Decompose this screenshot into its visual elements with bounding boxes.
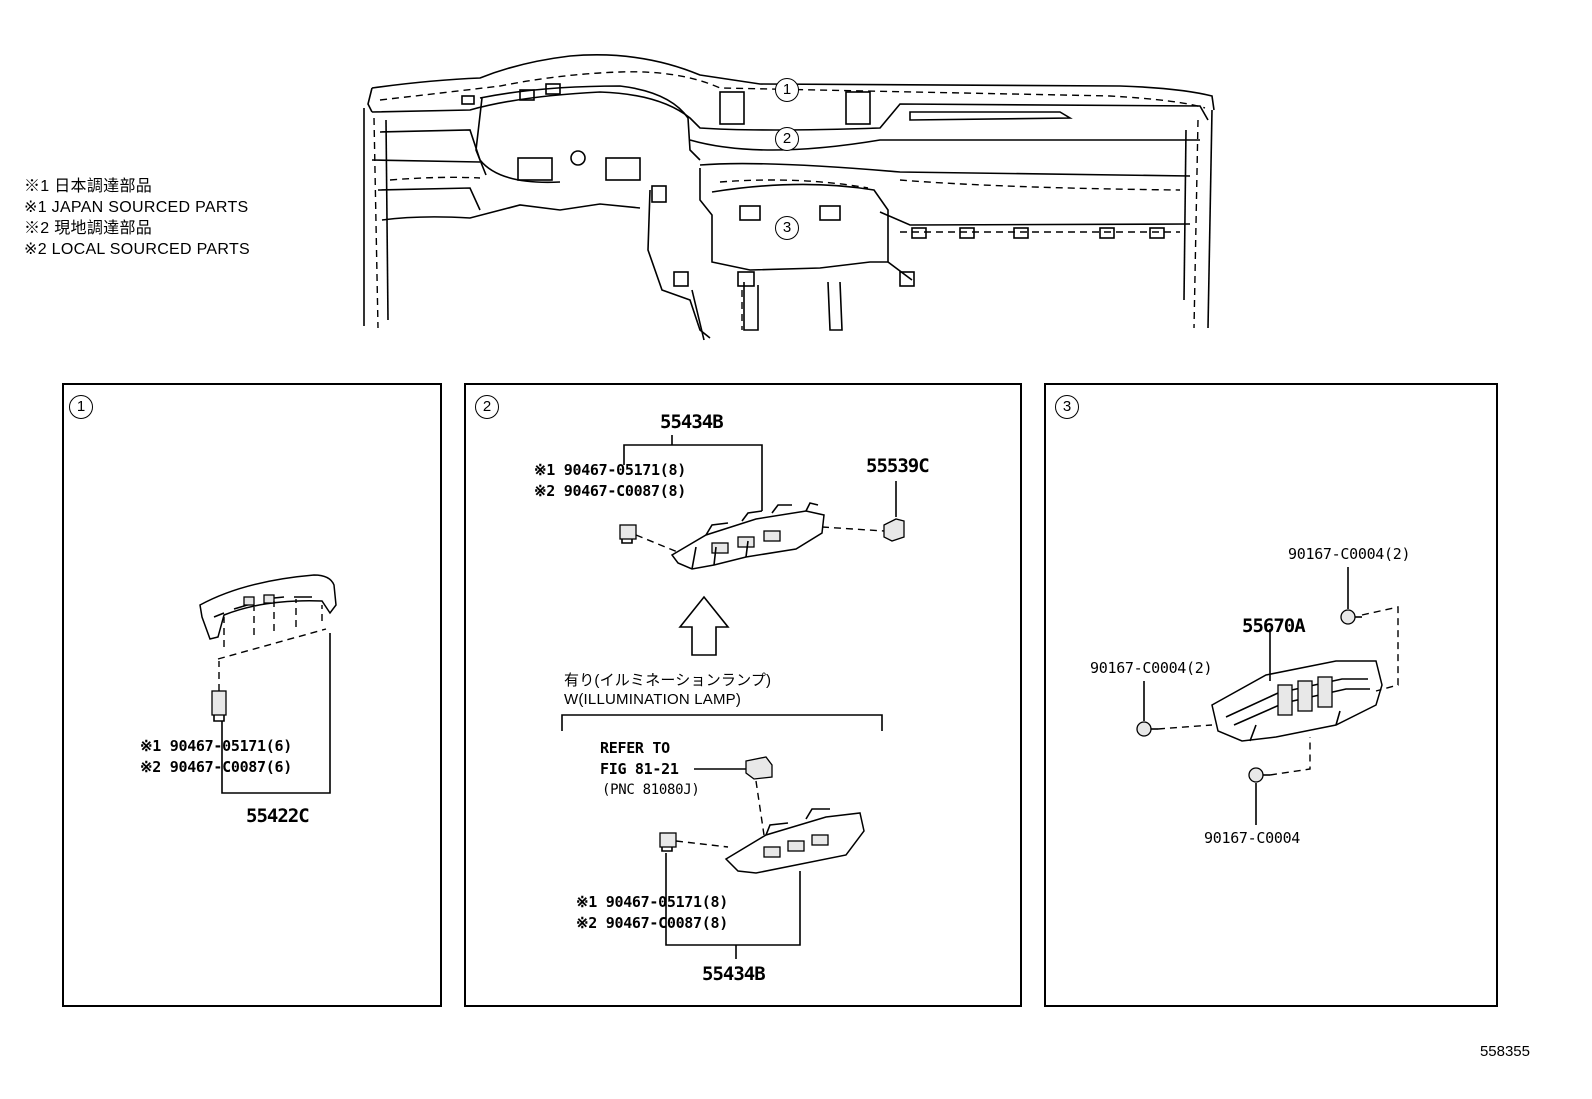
panel-1-part-number: 55422C	[246, 805, 310, 827]
panel-2-refer-line-1: REFER TO	[600, 739, 670, 757]
legend-en-local: ※2 LOCAL SOURCED PARTS	[24, 241, 250, 258]
panel-3-screw-left: 90167-C0004(2)	[1090, 659, 1213, 677]
panel-3: 3 90167-C0004(2) 55670A 90167-C0004(2) 9…	[1044, 383, 1498, 1007]
panel-2-part-side: 55539C	[866, 455, 930, 477]
legend-en-japan: ※1 JAPAN SOURCED PARTS	[24, 199, 249, 216]
panel-2-clip-local-bottom: ※2 90467-C0087(8)	[576, 914, 728, 932]
panel-2: 2	[464, 383, 1022, 1007]
panel-1-clip-jp: ※1 90467-05171(6)	[140, 737, 292, 755]
panel-2-drawing	[561, 435, 905, 959]
panel-2-refer-line-3: (PNC 81080J)	[602, 782, 700, 798]
panel-3-label: 3	[1055, 395, 1079, 419]
callout-1: 1	[775, 78, 799, 102]
legend: ※1 日本調達部品 ※1 JAPAN SOURCED PARTS ※2 現地調達…	[24, 176, 250, 260]
panel-2-clip-local-top: ※2 90467-C0087(8)	[534, 482, 686, 500]
panel-3-screw-top: 90167-C0004(2)	[1288, 545, 1411, 563]
panel-2-part-bottom: 55434B	[702, 963, 766, 985]
panel-1-drawing	[199, 574, 337, 794]
panel-2-part-top: 55434B	[660, 411, 724, 433]
panel-3-screw-bottom: 90167-C0004	[1204, 829, 1301, 847]
panel-3-part-number: 55670A	[1242, 615, 1306, 637]
panel-3-drawing	[1136, 567, 1399, 825]
panel-1: 1 ※1 90467-05171(6) ※2 90467-C0087(6) 55…	[62, 383, 442, 1007]
panel-2-condition-en: W(ILLUMINATION LAMP)	[564, 691, 742, 708]
panel-1-label: 1	[69, 395, 93, 419]
callout-3: 3	[775, 216, 799, 240]
illustration-ref-number: 558355	[1479, 1043, 1530, 1060]
panel-2-condition-jp: 有り(イルミネーションランプ)	[564, 672, 772, 689]
callout-2: 2	[775, 127, 799, 151]
panel-2-label: 2	[475, 395, 499, 419]
panel-2-clip-jp-top: ※1 90467-05171(8)	[534, 461, 686, 479]
panel-2-refer-line-2: FIG 81-21	[600, 760, 679, 778]
legend-jp-local: ※2 現地調達部品	[24, 220, 153, 237]
panel-1-clip-local: ※2 90467-C0087(6)	[140, 758, 292, 776]
panel-2-clip-jp-bottom: ※1 90467-05171(8)	[576, 893, 728, 911]
legend-jp-japan: ※1 日本調達部品	[24, 178, 153, 195]
